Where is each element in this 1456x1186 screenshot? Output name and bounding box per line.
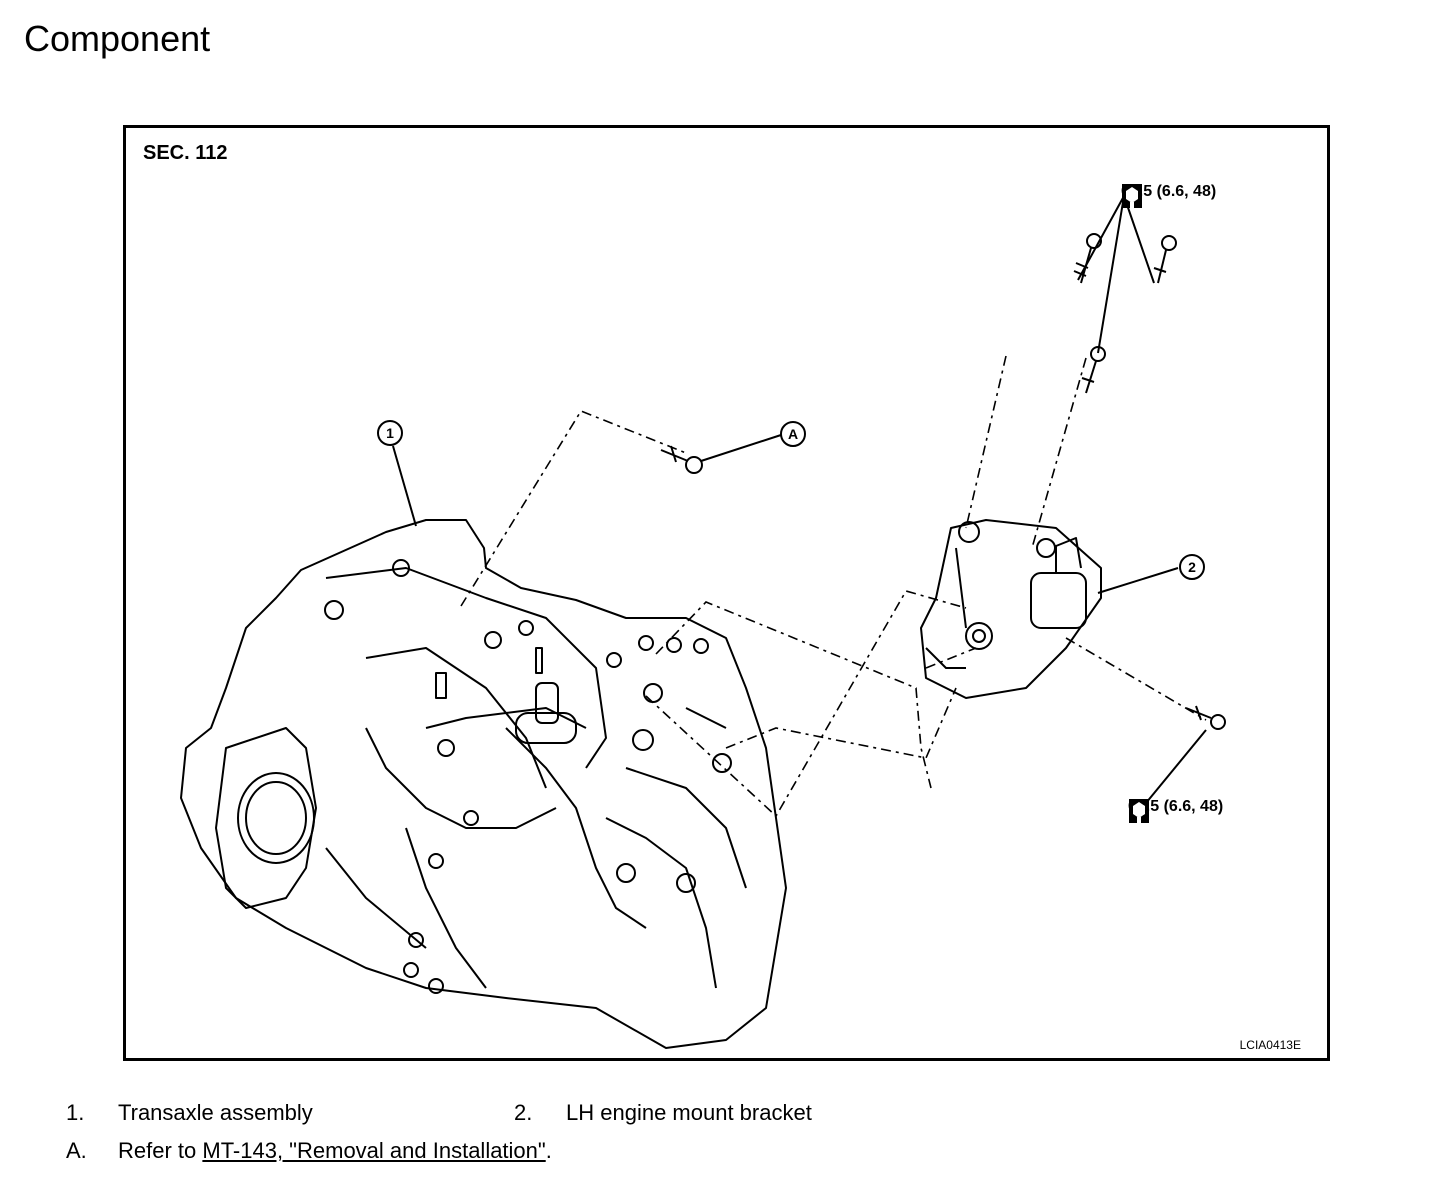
callout-2: 2 [1179,554,1205,580]
page-title: Component [24,18,211,59]
legend-item-2-text: LH engine mount bracket [566,1100,812,1125]
section-label: SEC. 112 [143,142,228,164]
legend-item-1: 1. Transaxle assembly [66,1100,313,1126]
mount-bolt-3 [1081,360,1097,394]
bolt-a [660,445,689,463]
component-figure: SEC. 112 1 A 2 64.5 (6.6, 48) 64.5 (6.6,… [123,125,1330,1061]
mount-bracket-outline [920,519,1102,699]
legend-item-a: A. Refer to MT-143, "Removal and Installa… [66,1138,552,1164]
legend-item-2: 2. LH engine mount bracket [514,1100,812,1126]
legend-item-a-prefix: Refer to [118,1138,203,1163]
mount-bolt-1 [1073,247,1092,284]
mount-bolt-2 [1153,249,1167,284]
legend-item-1-number: 1. [66,1100,85,1125]
torque-spec-top: 64.5 (6.6, 48) [1121,183,1217,208]
legend-item-2-number: 2. [514,1100,533,1125]
removal-installation-link[interactable]: MT-143, "Removal and Installation" [202,1138,546,1163]
torque-spec-bottom: 64.5 (6.6, 48) [1128,798,1224,823]
bolt-torque-icon [1122,184,1142,208]
legend-item-1-text: Transaxle assembly [118,1100,313,1125]
torque-value-top: 64.5 (6.6, 48) [1121,183,1217,200]
transaxle-outline [180,519,787,1049]
callout-1: 1 [377,420,403,446]
legend-item-a-number: A. [66,1138,87,1163]
bell-opening [237,772,315,864]
mount-bolt-4 [1185,705,1212,721]
bolt-torque-icon [1129,799,1149,823]
torque-value-bottom: 64.5 (6.6, 48) [1128,798,1224,815]
figure-code: LCIA0413E [1239,1038,1301,1052]
legend-item-a-suffix: . [545,1138,552,1163]
component-illustration [180,195,1226,1049]
bell-housing [215,727,317,909]
case-ridge [325,567,607,769]
callout-a: A [780,421,806,447]
